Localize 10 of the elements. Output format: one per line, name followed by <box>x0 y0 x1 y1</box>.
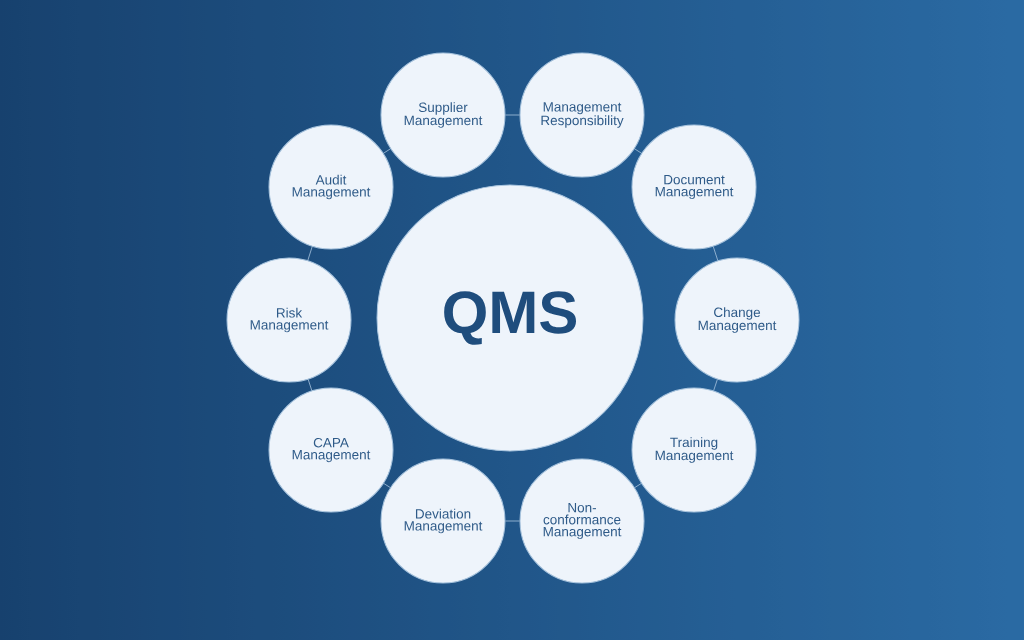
connector-line <box>307 379 313 391</box>
connector-line <box>634 483 642 488</box>
connector-line <box>505 114 520 116</box>
connector-line <box>505 520 520 522</box>
connector-line <box>307 246 313 261</box>
connector-line <box>383 148 391 154</box>
connector-line <box>713 378 718 392</box>
connector-line <box>383 483 391 488</box>
connector-line <box>634 148 642 154</box>
connector-line <box>712 246 719 261</box>
